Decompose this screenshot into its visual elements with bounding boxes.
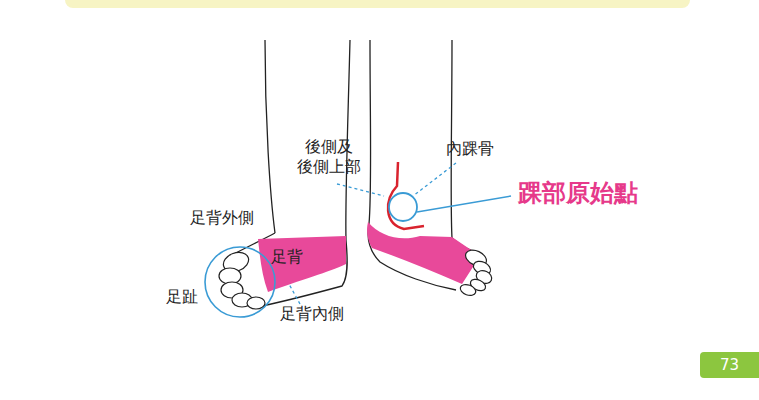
tape-area — [367, 222, 480, 284]
part-name: 足背內側 — [280, 304, 344, 324]
left-toes — [219, 249, 265, 309]
leader-line — [413, 163, 456, 196]
part-name: 足背 — [271, 247, 303, 267]
tape-line — [388, 162, 424, 229]
part-name: 內踝骨 — [446, 139, 494, 159]
page-number: 73 — [720, 356, 739, 374]
tape-area — [258, 236, 346, 292]
part-name: 足背外側 — [190, 208, 254, 228]
part-name: 後側及 後側上部 — [296, 137, 362, 177]
right-foot — [368, 40, 480, 290]
part-name: 足趾 — [166, 287, 198, 307]
page-number-box: 73 — [700, 352, 759, 378]
toe-circle — [205, 247, 275, 317]
right-toes — [459, 247, 494, 297]
ankle-circle — [389, 193, 417, 221]
top-band — [65, 0, 690, 8]
highlight-label: 踝部原始點 — [518, 178, 638, 208]
leader-line — [289, 284, 300, 304]
leader-line — [337, 184, 384, 196]
leader-line — [417, 196, 511, 212]
